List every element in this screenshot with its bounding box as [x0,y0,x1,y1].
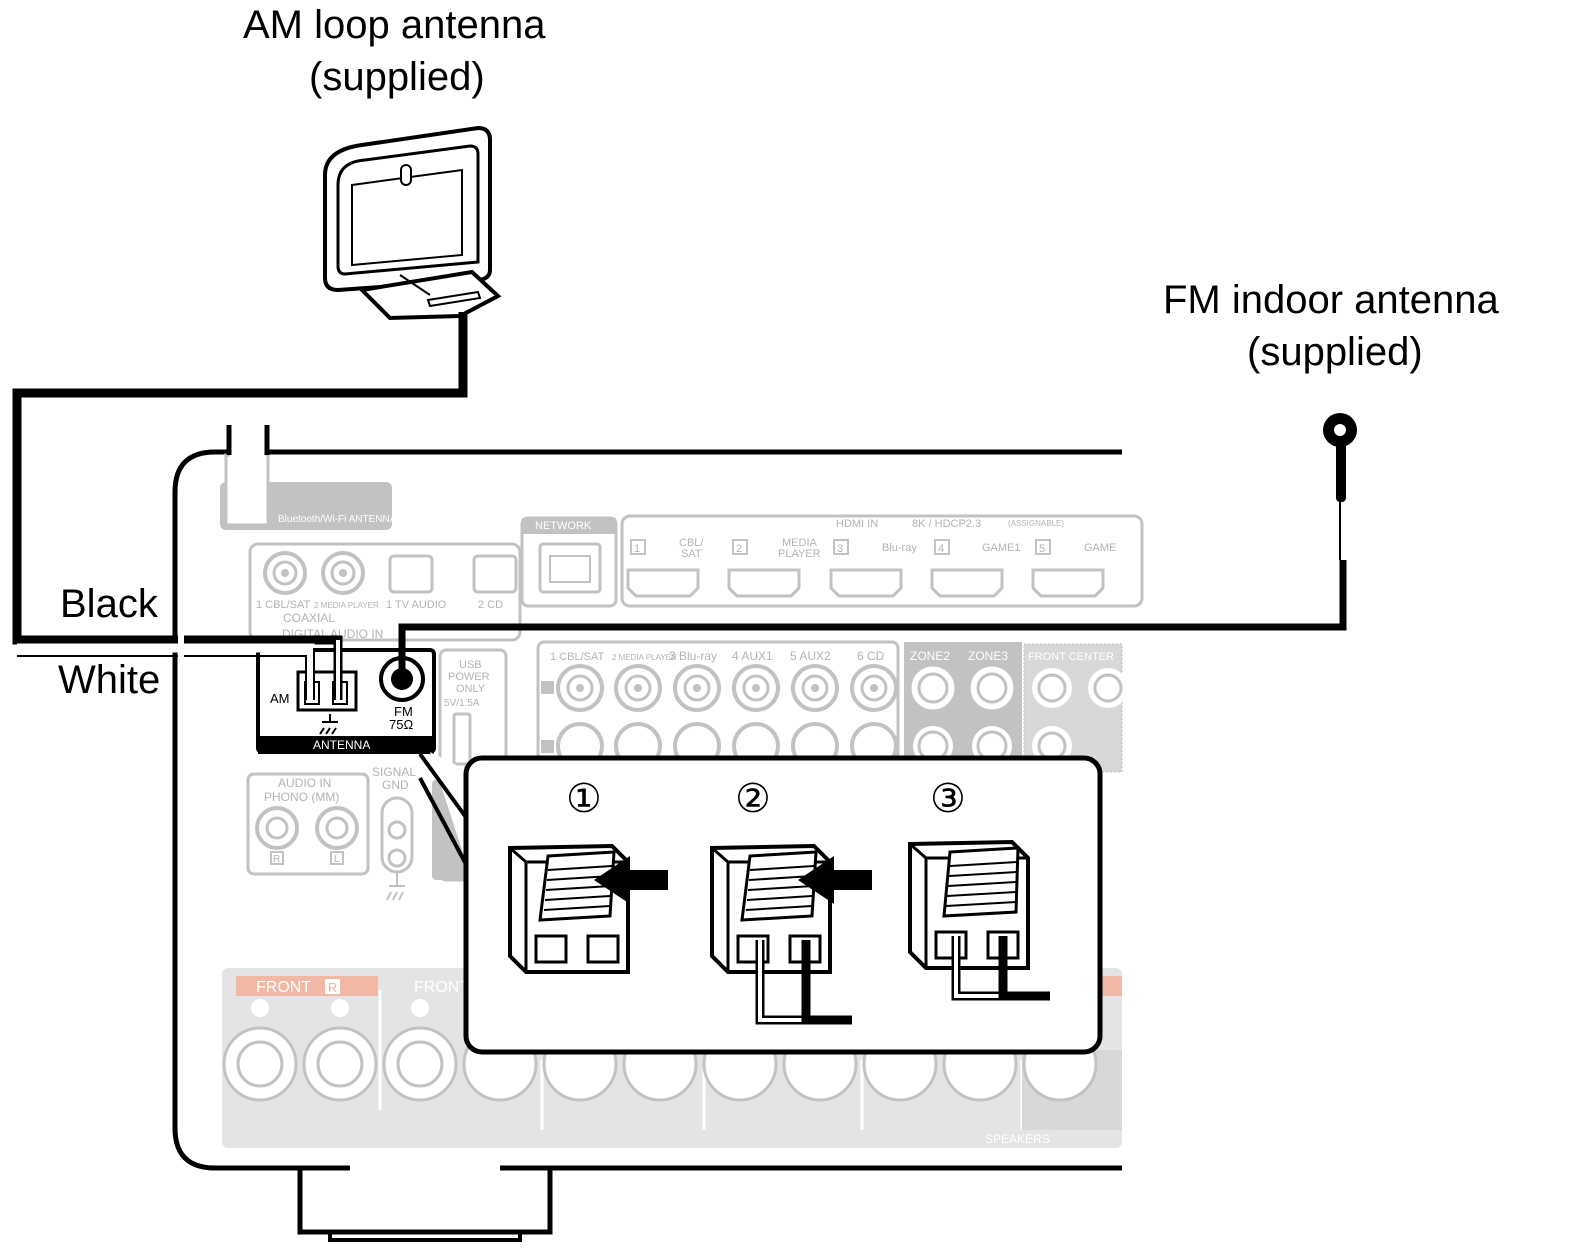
speakers-label: SPEAKERS [985,1132,1050,1146]
svg-text:6 CD: 6 CD [857,649,885,663]
digital-label-2: 2 MEDIA PLAYER [314,601,379,610]
svg-text:2: 2 [736,543,742,555]
svg-text:GAME1: GAME1 [982,542,1021,554]
signal-label: SIGNAL [372,765,416,779]
zone3-label: ZONE3 [968,649,1008,663]
svg-text:CBL/: CBL/ [679,537,704,549]
phono-r-label: R [273,854,280,865]
fm-antenna-subtitle: (supplied) [1247,330,1423,374]
svg-text:Blu-ray: Blu-ray [882,542,917,554]
am-antenna-title: AM loop antenna [243,3,546,47]
antenna-terminal-panel: ANTENNA AM FM 75Ω [256,648,436,754]
step-1-terminal [508,843,668,974]
step-2-terminal [710,843,872,1025]
step-3-number: ③ [930,776,966,822]
fm-ohm-label: 75Ω [389,717,413,732]
coaxial-jack-1 [263,551,307,595]
front-r-label: FRONT [256,979,311,996]
coaxial-jack-2 [321,551,365,595]
front-l-label: FRONT [414,979,469,996]
svg-text:4 AUX1: 4 AUX1 [732,649,773,663]
optical-jack-1 [388,554,434,594]
fm-terminal-label: FM [394,704,413,719]
am-antenna-subtitle: (supplied) [309,55,485,99]
digital-label-3: 1 TV AUDIO [386,599,447,611]
gnd-label: GND [382,778,409,792]
coaxial-label: COAXIAL [283,611,335,625]
hdmi-in-label: HDMI IN [836,518,878,530]
fm-antenna-cable [398,413,1357,679]
assignable-label: (ASSIGNABLE) [1008,519,1064,528]
svg-text:1: 1 [634,543,640,555]
hdcp-label: 8K / HDCP2.3 [912,518,981,530]
network-label: NETWORK [535,520,592,532]
svg-text:5: 5 [1039,543,1045,555]
svg-text:PLAYER: PLAYER [778,548,821,560]
connection-steps-callout: ① ② ③ [418,752,1103,1055]
usb-port [452,712,472,766]
usb-label-4: 5V/1.5A [444,698,480,709]
analog-jacks [556,664,898,770]
network-port [538,542,602,594]
svg-text:SAT: SAT [681,548,702,560]
am-loop-antenna-icon [323,125,502,321]
black-wire-label: Black [60,582,159,626]
svg-text:4: 4 [938,543,944,555]
bt-antenna-label: Bluetooth/Wi-Fi ANTENNA [278,514,397,525]
step-2-number: ② [735,776,771,822]
svg-text:3: 3 [837,543,843,555]
usb-label-2: POWER [448,671,490,683]
svg-text:GAME: GAME [1084,542,1116,554]
phono-label: PHONO (MM) [264,790,339,804]
svg-text:MEDIA: MEDIA [782,537,818,549]
step-1-number: ① [566,776,602,822]
usb-label-1: USB [459,659,482,671]
svg-text:1 CBL/SAT: 1 CBL/SAT [550,651,604,663]
svg-text:5 AUX2: 5 AUX2 [790,649,831,663]
am-terminal-label: AM [270,691,290,706]
optical-jack-2 [472,554,518,594]
am-antenna-cable [12,312,468,711]
digital-label-4: 2 CD [478,599,503,611]
white-wire-label: White [58,658,160,702]
step-3-terminal [908,839,1050,1001]
usb-label-3: ONLY [456,683,486,695]
zone2-label: ZONE2 [910,649,950,663]
fm-antenna-title: FM indoor antenna [1163,278,1500,322]
phono-l-label: L [334,854,340,865]
receiver-rear-panel: Bluetooth/Wi-Fi ANTENNA 1 CBL/SAT 2 MEDI… [172,449,1144,1242]
svg-text:3 Blu-ray: 3 Blu-ray [669,649,717,663]
antenna-panel-title: ANTENNA [313,738,370,752]
audio-in-label: AUDIO IN [278,776,331,790]
analog-labels: 1 CBL/SAT 2 MEDIA PLAYER 3 Blu-ray 4 AUX… [550,649,885,663]
digital-label-1: 1 CBL/SAT [256,599,310,611]
front-r-badge: R [328,980,337,995]
svg-text:2 MEDIA PLAYER: 2 MEDIA PLAYER [612,653,677,662]
hdmi-ports: 1 CBL/ SAT 2 MEDIA PLAYER 3 Blu-ray 4 GA… [626,537,1116,598]
front-center-label: FRONT CENTER [1028,651,1114,663]
